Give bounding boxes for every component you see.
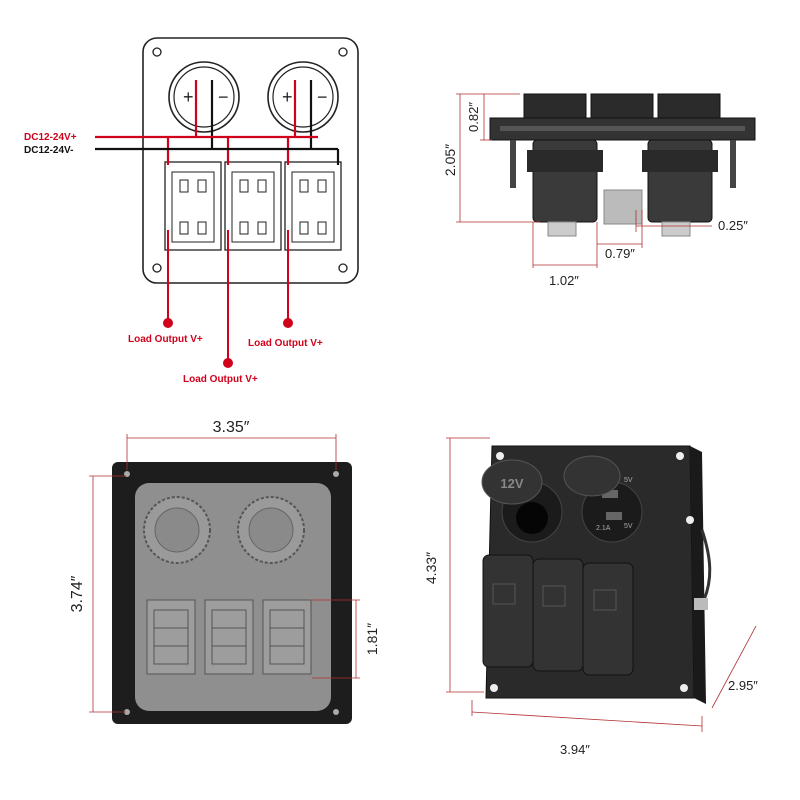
- side-terminals-right: [661, 221, 691, 237]
- front-mount-hole: [333, 471, 339, 477]
- product-usb-port-bottom: [606, 512, 622, 520]
- wiring-diagram: + − + −: [24, 37, 359, 385]
- product-usb-label-top: 5V: [624, 477, 633, 484]
- product-dim-width: 3.94″: [560, 742, 590, 757]
- mount-hole: [338, 263, 348, 273]
- side-flange-strip: [500, 126, 745, 131]
- product-usb-label-bottom-2: 2.1A: [596, 525, 611, 532]
- rocker-switch-2: [224, 161, 282, 251]
- voltmeter-left-inner: [173, 66, 235, 128]
- front-meter-right-core: [248, 507, 294, 553]
- load-output-center-label: Load Output V+: [183, 374, 258, 385]
- side-view: 2.05″ 0.82″ 0.25″ 0.79″ 1.02″: [442, 93, 756, 288]
- negative-bus-wire: [95, 138, 340, 165]
- side-terminals-left: [547, 221, 577, 237]
- voltmeter-right-inner: [272, 66, 334, 128]
- product-mount-hole: [676, 452, 684, 460]
- rocker-switch-1: [164, 161, 222, 251]
- meter-terminals: [194, 80, 313, 138]
- product-dimension-lines: [446, 437, 757, 732]
- product-dim-depth: 2.95″: [728, 678, 758, 693]
- product-12v-socket-bore: [516, 502, 548, 534]
- front-dim-width: 3.35″: [213, 419, 250, 436]
- product-perspective-view: 12V 5V 5V 2.1A: [423, 437, 758, 757]
- voltmeter-right: [267, 61, 339, 133]
- mount-hole: [152, 47, 162, 57]
- product-dim-height: 4.33″: [423, 552, 439, 584]
- front-dimension-lines: [89, 434, 360, 713]
- product-rocker-3: [582, 562, 634, 676]
- front-dim-switch-height: 1.81″: [364, 623, 380, 655]
- product-12v-cap: [481, 459, 543, 505]
- side-socket-left-nut: [527, 150, 603, 172]
- product-panel-edge: [690, 446, 706, 704]
- side-dim-terminal-gap: 0.79″: [605, 246, 635, 261]
- product-side-wire: [700, 529, 712, 601]
- side-dim-thickness: 0.25″: [718, 218, 748, 233]
- mount-hole: [338, 47, 348, 57]
- side-dim-socket-width: 1.02″: [549, 273, 579, 288]
- product-mount-hole: [680, 684, 688, 692]
- meter-left-minus-label: −: [218, 87, 229, 107]
- product-usb-port-top: [602, 490, 618, 498]
- side-dim-flange-height: 0.82″: [466, 102, 481, 132]
- load-output-terminal-left: [163, 318, 173, 328]
- product-socket-label: 12V: [500, 476, 523, 491]
- mount-hole: [152, 263, 162, 273]
- front-outline-view: 3.35″ 3.74″ 1.81″: [69, 419, 380, 724]
- dc-positive-label: DC12-24V+: [24, 132, 77, 143]
- voltmeter-left: [168, 61, 240, 133]
- load-output-left-label: Load Output V+: [128, 334, 203, 345]
- dc-negative-label: DC12-24V-: [24, 145, 73, 156]
- meter-right-minus-label: −: [317, 87, 328, 107]
- side-screw-left: [510, 140, 516, 188]
- product-mount-hole: [490, 684, 498, 692]
- load-output-right-label: Load Output V+: [248, 338, 323, 349]
- meter-left-plus-label: +: [183, 87, 194, 107]
- load-output-terminal-right: [283, 318, 293, 328]
- product-rocker-2: [532, 558, 584, 672]
- side-dim-body-height: 2.05″: [442, 144, 458, 176]
- front-meter-left-core: [154, 507, 200, 553]
- rocker-switch-3: [284, 161, 342, 251]
- front-switch-2: [204, 599, 254, 675]
- product-usb-label-bottom-1: 5V: [624, 523, 633, 530]
- meter-right-plus-label: +: [282, 87, 293, 107]
- load-output-terminal-center: [223, 358, 233, 368]
- product-usb-cap: [563, 455, 621, 497]
- front-mount-hole: [124, 709, 130, 715]
- front-mount-hole: [333, 709, 339, 715]
- front-switch-1: [146, 599, 196, 675]
- side-socket-right-nut: [642, 150, 718, 172]
- front-dim-height: 3.74″: [69, 575, 86, 612]
- positive-bus-wire: [95, 135, 318, 165]
- side-dimension-lines: [456, 93, 712, 268]
- product-mount-hole: [686, 516, 694, 524]
- front-mount-hole: [124, 471, 130, 477]
- product-side-connector: [694, 598, 708, 610]
- product-rocker-1: [482, 554, 534, 668]
- load-output-wires: [167, 230, 289, 362]
- side-screw-right: [730, 140, 736, 188]
- front-switch-3: [262, 599, 312, 675]
- product-mount-hole: [496, 452, 504, 460]
